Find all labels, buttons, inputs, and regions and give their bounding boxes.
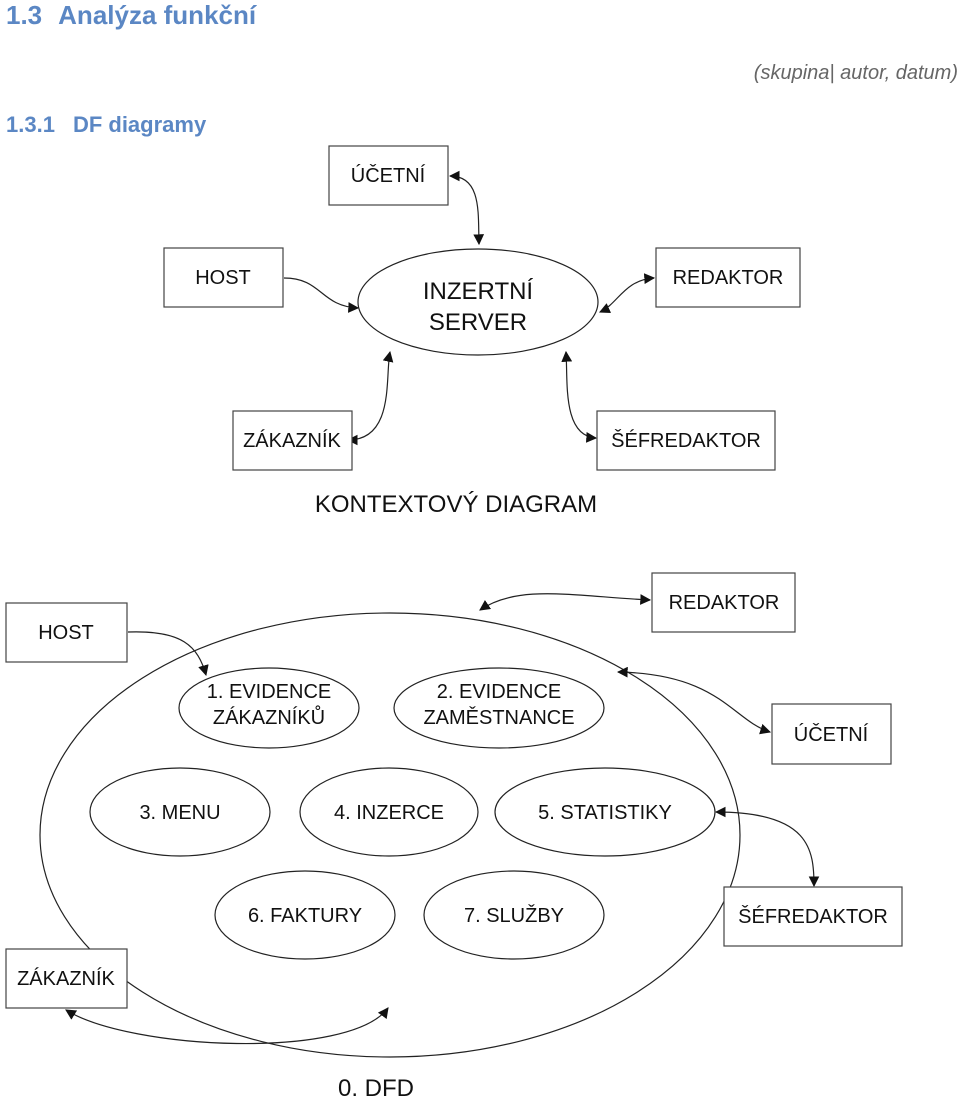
dfd-conn-sefredaktor <box>714 806 820 888</box>
conn-ucetni-server <box>448 170 485 246</box>
dfd-entity-zakaznik-label: ZÁKAZNÍK <box>17 967 115 990</box>
dfd-process-2-line2: ZAMĚSTNANCE <box>423 706 574 729</box>
dfd-process-3: 3. MENU <box>89 767 271 857</box>
dfd-entity-zakaznik: ZÁKAZNÍK <box>5 948 128 1009</box>
dfd-entity-host-label: HOST <box>38 622 94 644</box>
meta-note: (skupina| autor, datum) <box>753 62 958 84</box>
dfd-process-7-label: 7. SLUŽBY <box>464 904 564 927</box>
conn-host-server <box>283 277 360 313</box>
dfd-process-5: 5. STATISTIKY <box>494 767 716 857</box>
ctx-process-line1: INZERTNÍ <box>423 278 534 305</box>
ctx-entity-redaktor: REDAKTOR <box>655 247 801 308</box>
ctx-entity-zakaznik: ZÁKAZNÍK <box>232 410 353 471</box>
dfd-process-6: 6. FAKTURY <box>214 870 396 960</box>
context-diagram-caption: KONTEXTOVÝ DIAGRAM <box>315 491 597 518</box>
dfd-process-2-line1: 2. EVIDENCE <box>437 681 561 703</box>
dfd-entity-host: HOST <box>5 602 128 663</box>
context-diagram: ÚČETNÍ HOST REDAKTOR ZÁKAZNÍK ŠÉFREDAKTO… <box>163 145 801 518</box>
dfd-process-6-label: 6. FAKTURY <box>248 905 362 927</box>
ctx-entity-sefredaktor-label: ŠÉFREDAKTOR <box>611 429 761 452</box>
dfd-conn-ucetni <box>616 666 772 735</box>
section-title: Analýza funkční <box>58 0 257 30</box>
dfd-process-4: 4. INZERCE <box>299 767 479 857</box>
section-number: 1.3 <box>6 0 43 30</box>
ctx-entity-zakaznik-label: ZÁKAZNÍK <box>243 429 341 452</box>
dfd-level-0: HOST REDAKTOR ÚČETNÍ ŠÉFREDAKTOR ZÁKAZNÍ… <box>5 572 903 1098</box>
conn-zakaznik-server <box>346 350 394 446</box>
dfd-process-1-line2: ZÁKAZNÍKŮ <box>213 705 325 729</box>
ctx-process-line2: SERVER <box>429 309 527 336</box>
ctx-process-server: INZERTNÍ SERVER <box>357 248 599 356</box>
dfd-entity-ucetni: ÚČETNÍ <box>771 703 892 765</box>
ctx-entity-sefredaktor: ŠÉFREDAKTOR <box>596 410 776 471</box>
ctx-entity-ucetni: ÚČETNÍ <box>328 145 449 206</box>
section-heading: 1.3 Analýza funkční <box>6 0 256 31</box>
ctx-entity-host-label: HOST <box>195 267 251 289</box>
dfd-conn-zakaznik <box>65 1007 389 1045</box>
dfd-conn-host <box>127 631 209 677</box>
subsection-title: DF diagramy <box>72 112 207 137</box>
ctx-entity-host: HOST <box>163 247 284 308</box>
dfd-entity-ucetni-label: ÚČETNÍ <box>794 723 869 746</box>
dfd-process-3-label: 3. MENU <box>139 802 220 824</box>
dfd-caption: 0. DFD <box>338 1075 414 1098</box>
subsection-heading: 1.3.1 DF diagramy <box>6 112 206 138</box>
dfd-conn-redaktor <box>479 593 652 611</box>
conn-redaktor-server <box>599 273 656 313</box>
dfd-process-1-line1: 1. EVIDENCE <box>207 681 331 703</box>
conn-sefredaktor-server <box>561 350 598 443</box>
ctx-entity-ucetni-label: ÚČETNÍ <box>351 164 426 187</box>
dfd-process-2: 2. EVIDENCE ZAMĚSTNANCE <box>393 667 605 749</box>
dfd-entity-redaktor-label: REDAKTOR <box>669 592 780 614</box>
dfd-entity-redaktor: REDAKTOR <box>651 572 796 633</box>
dfd-process-1: 1. EVIDENCE ZÁKAZNÍKŮ <box>178 667 360 749</box>
dfd-entity-sefredaktor: ŠÉFREDAKTOR <box>723 886 903 947</box>
subsection-number: 1.3.1 <box>6 112 55 137</box>
dfd-entity-sefredaktor-label: ŠÉFREDAKTOR <box>738 905 888 928</box>
ctx-entity-redaktor-label: REDAKTOR <box>673 267 784 289</box>
dfd-process-5-label: 5. STATISTIKY <box>538 802 672 824</box>
dfd-process-7: 7. SLUŽBY <box>423 870 605 960</box>
dfd-process-4-label: 4. INZERCE <box>334 802 444 824</box>
